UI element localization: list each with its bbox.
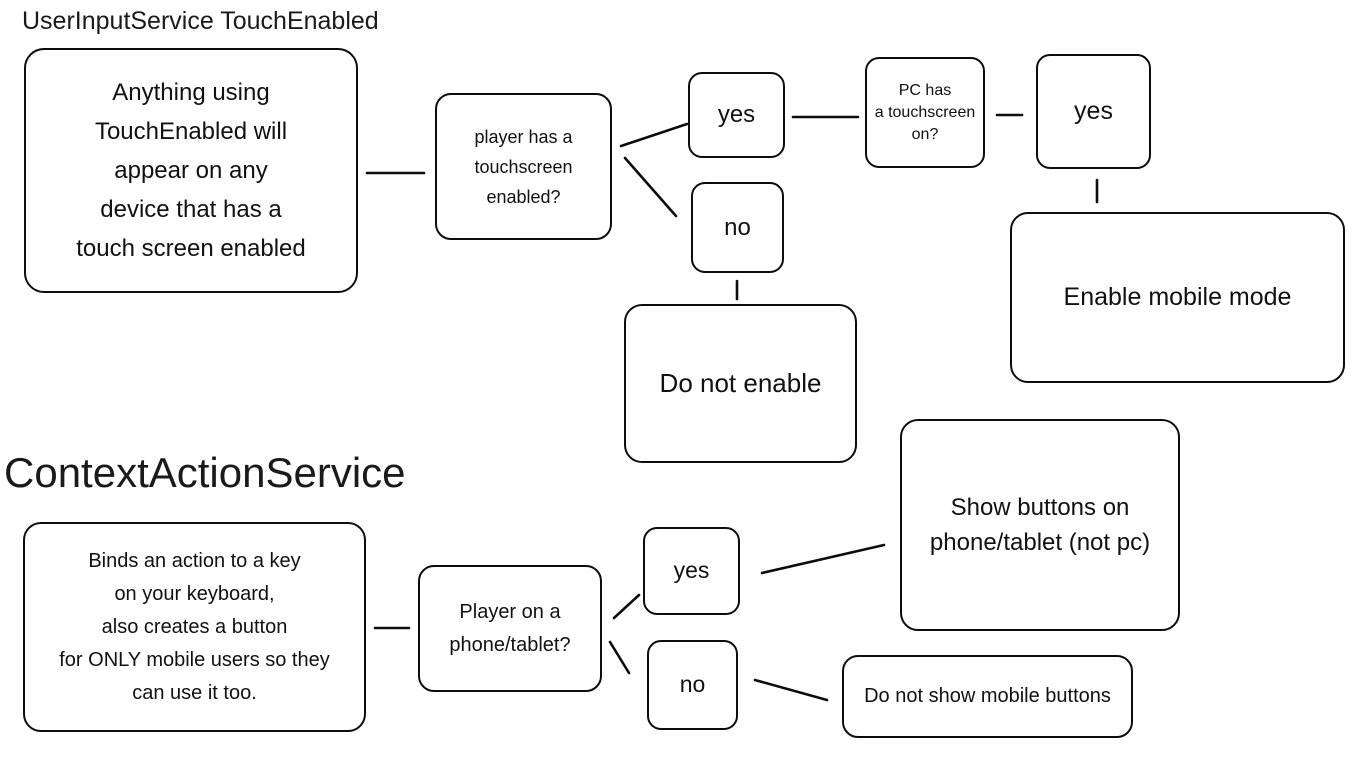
node-phone-yes: yes: [643, 527, 740, 615]
node-contextaction-description: Binds an action to a key on your keyboar…: [23, 522, 366, 732]
connector-question-to-no1: [623, 156, 678, 218]
node-show-buttons: Show buttons on phone/tablet (not pc): [900, 419, 1180, 631]
connector-no-to-noshow: [753, 678, 829, 702]
connector-yes-to-show: [760, 543, 886, 575]
node-touchenabled-description: Anything using TouchEnabled will appear …: [24, 48, 358, 293]
connector-question2-to-yes: [612, 593, 641, 620]
node-player-phone-question: Player on a phone/tablet?: [418, 565, 602, 692]
node-do-not-enable: Do not enable: [624, 304, 857, 463]
node-pc-touchscreen-yes: yes: [1036, 54, 1151, 169]
section-title-userinputservice: UserInputService TouchEnabled: [22, 7, 379, 35]
connector-question2-to-no: [608, 640, 631, 675]
node-do-not-show-buttons: Do not show mobile buttons: [842, 655, 1133, 738]
connector-question-to-yes1: [619, 122, 689, 148]
node-player-touchscreen-question: player has a touchscreen enabled?: [435, 93, 612, 240]
node-phone-no: no: [647, 640, 738, 730]
node-enable-mobile-mode: Enable mobile mode: [1010, 212, 1345, 383]
section-title-contextactionservice: ContextActionService: [4, 449, 406, 496]
node-touchscreen-no: no: [691, 182, 784, 273]
node-pc-touchscreen-question: PC has a touchscreen on?: [865, 57, 985, 168]
node-touchscreen-yes: yes: [688, 72, 785, 158]
